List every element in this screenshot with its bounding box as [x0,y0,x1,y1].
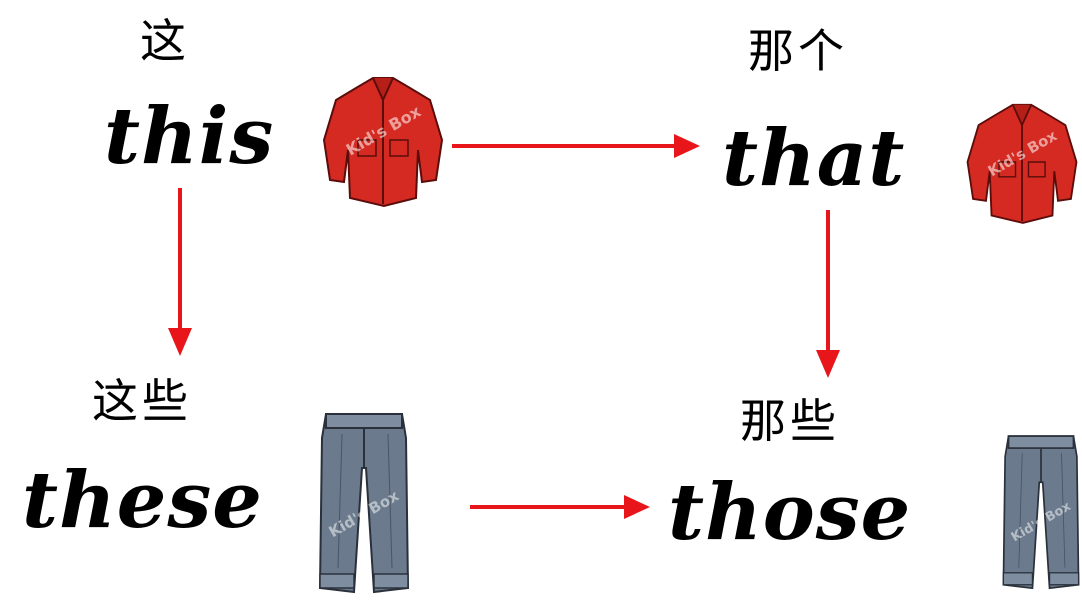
arrow-this-to-that [452,134,700,158]
word-those: those [668,467,912,558]
label-zh-those: 那些 [740,394,840,448]
jeans-icon: Kid's Box [318,413,410,594]
arrow-this-to-these [168,188,192,356]
label-zh-this: 这 [140,14,190,68]
red-jacket-icon: Kid's Box [966,103,1078,224]
red-jacket-icon: Kid's Box [322,77,444,208]
jeans-icon: Kid's Box [1002,435,1080,590]
label-zh-these: 这些 [92,374,192,428]
label-zh-that: 那个 [748,24,848,78]
arrow-that-to-those [816,210,840,378]
word-this: this [104,91,275,182]
word-these: these [22,455,263,546]
arrow-these-to-those [470,495,650,519]
word-that: that [722,113,906,204]
